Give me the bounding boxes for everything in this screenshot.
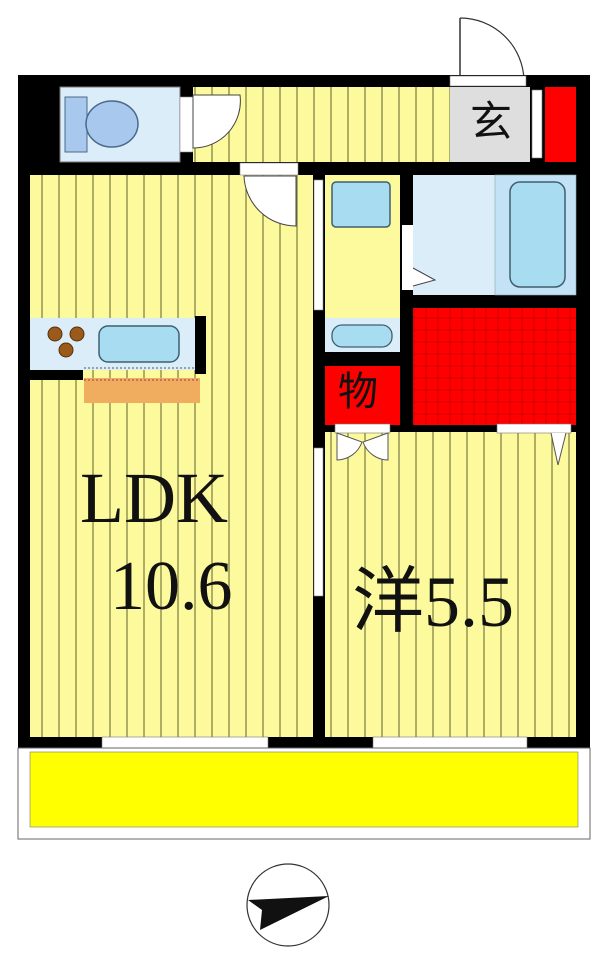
- storage-label: 物: [338, 369, 378, 414]
- compass-icon: [246, 863, 330, 947]
- storage-room: [325, 366, 400, 425]
- toilet-door-gap: [179, 96, 194, 153]
- entrance-area: [450, 87, 530, 162]
- western-label: 洋5.5: [352, 562, 515, 642]
- washing-machine-icon: [331, 181, 391, 228]
- ldk-label: LDK: [80, 458, 228, 538]
- closet: [413, 308, 576, 425]
- ldk-size: 10.6: [110, 548, 233, 625]
- storage-door[interactable]: [336, 432, 389, 461]
- ldk-room: [30, 175, 313, 737]
- sliding-door[interactable]: [313, 447, 324, 597]
- bathroom: [402, 174, 577, 296]
- western-room: [325, 432, 576, 737]
- kitchen-worktop: [84, 378, 200, 403]
- entrance-door[interactable]: [459, 17, 525, 81]
- western-window[interactable]: [372, 736, 528, 749]
- toilet-icon: [64, 96, 139, 153]
- toilet-room: [59, 86, 181, 163]
- sink-icon: [98, 325, 180, 363]
- closet-door[interactable]: [550, 432, 567, 466]
- ldk-door[interactable]: [243, 175, 297, 227]
- stove-icon: [47, 326, 85, 358]
- entrance-label: 玄: [470, 100, 513, 146]
- ldk-window[interactable]: [101, 736, 269, 749]
- kitchen-counter: [30, 316, 206, 403]
- washbasin-icon: [331, 324, 393, 348]
- bathtub-icon: [509, 181, 566, 288]
- shoe-closet: [545, 87, 576, 162]
- toilet-door[interactable]: [192, 94, 241, 149]
- balcony: [17, 747, 591, 840]
